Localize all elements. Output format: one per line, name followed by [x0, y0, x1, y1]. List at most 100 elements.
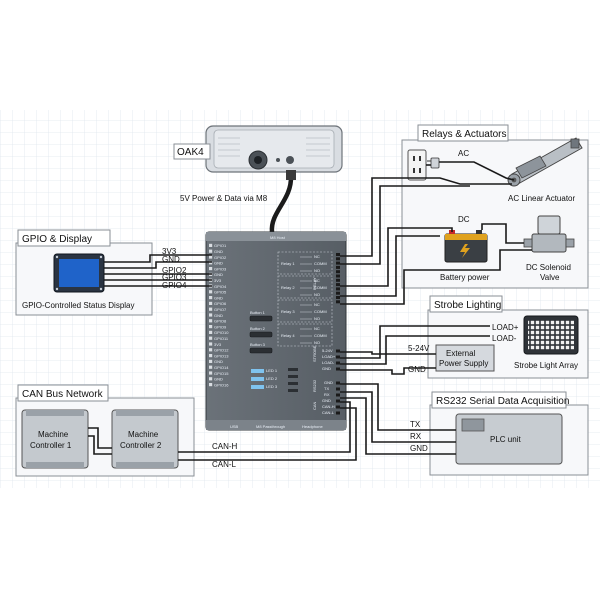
- relay-block: [277, 251, 333, 275]
- gpio-pin-label: GND: [214, 295, 223, 300]
- gpio-pin-label: GPIO3: [214, 266, 227, 271]
- gpio-pin-label: GPIO6: [214, 301, 227, 306]
- oak4-camera: [205, 125, 343, 173]
- gpio-pin-label: GPIO12: [214, 348, 229, 353]
- can-tab: [17, 384, 109, 402]
- gpio-pin: [209, 371, 213, 375]
- gpio-pin-label: GPIO2: [214, 255, 227, 260]
- can-wires: [88, 401, 357, 461]
- relay-block-label: Relay 1: [281, 261, 295, 266]
- board-button[interactable]: [249, 347, 273, 354]
- strobe-title: Strobe Lighting: [434, 300, 501, 311]
- relay-pin-label: COMM: [314, 285, 327, 290]
- board-button[interactable]: [249, 315, 273, 322]
- strobe-terminal: [336, 355, 340, 359]
- relay-pin-label: NO: [314, 292, 320, 297]
- relays-title: Relays & Actuators: [422, 129, 506, 140]
- gpio-pin: [209, 307, 213, 311]
- can-title: CAN Bus Network: [22, 389, 104, 400]
- gpio-pin-label: GPIO1: [214, 243, 227, 248]
- linear-actuator-icon: [507, 137, 583, 187]
- rs232-pin-label: TX: [324, 386, 329, 391]
- relay-block: [277, 299, 333, 323]
- relay-pin-label: NO: [314, 316, 320, 321]
- wire-label-gpio4: GPIO4: [162, 281, 187, 290]
- controller1-line1: Machine: [38, 430, 69, 439]
- plc-label: PLC unit: [490, 435, 521, 444]
- dc-label: DC: [458, 215, 470, 224]
- psu-voltage-label: 5-24V: [408, 344, 430, 353]
- strobe-light-label: Strobe Light Array: [514, 361, 578, 370]
- oak4-tab: [173, 143, 211, 160]
- board-slot: [288, 368, 298, 371]
- relay-pin-label: NC: [314, 254, 320, 259]
- main-board: M8 Host USB M8 Passthrough Headphone: [205, 231, 347, 431]
- rs232-terminal: [336, 393, 340, 397]
- oak4-label: OAK4: [177, 147, 204, 158]
- relay-terminal: [336, 291, 340, 295]
- rs232-terminal: [336, 387, 340, 391]
- controller2-line2: Controller 2: [120, 441, 162, 450]
- gpio-pin: [209, 330, 213, 334]
- board-section-label: STROBE: [312, 345, 317, 362]
- relay-pin-label: NO: [314, 340, 320, 345]
- relay-pin-label: NC: [314, 278, 320, 283]
- load-plus-label: LOAD+: [492, 323, 519, 332]
- relay-wires: [340, 161, 532, 305]
- gpio-pin-label: GPIO13: [214, 353, 229, 358]
- relay-pin-label: COMM: [314, 333, 327, 338]
- board-section-label: RELAY: [312, 277, 317, 290]
- battery-icon: [444, 230, 488, 263]
- display-label: GPIO-Controlled Status Display: [22, 301, 135, 310]
- gpio-pin-label: GND: [214, 272, 223, 277]
- gpio-pin: [209, 255, 213, 259]
- ac-label: AC: [458, 149, 469, 158]
- psu-label-line1: External: [446, 349, 476, 358]
- wire-label-3v3: 3V3: [162, 247, 177, 256]
- valve-label-line2: Valve: [540, 273, 560, 282]
- gpio-pin-label: GND: [214, 261, 223, 266]
- controller1-line2: Controller 1: [30, 441, 72, 450]
- led-label: LED 2: [266, 376, 278, 381]
- ac-outlet-icon: [407, 149, 427, 181]
- board-slot: [288, 375, 298, 378]
- board-slot: [288, 382, 298, 385]
- gpio-pin: [209, 377, 213, 381]
- gpio-pin: [209, 290, 213, 294]
- relay-terminal: [336, 278, 340, 282]
- controller2-line1: Machine: [128, 430, 159, 439]
- can-l-label: CAN-L: [212, 460, 237, 469]
- valve-label-line1: DC Solenoid: [526, 263, 571, 272]
- strobe-pin-label: GND: [322, 366, 331, 371]
- psu-gnd-label: GND: [408, 365, 426, 374]
- board-usb-label: USB: [230, 424, 239, 429]
- led-label: LED 3: [266, 384, 278, 389]
- relay-terminal: [336, 300, 340, 304]
- gpio-pin: [209, 296, 213, 300]
- gpio-pin: [209, 348, 213, 352]
- strobe-tab: [429, 295, 503, 313]
- strobe-terminal: [336, 349, 340, 353]
- right-pin-header: RELAYSTROBERS232CAN5-24VLOAD+LOAD-GNDGND…: [312, 253, 340, 415]
- relay-terminal: [336, 270, 340, 274]
- machine-controller-2: [111, 409, 179, 469]
- relay-pin-label: NC: [314, 302, 320, 307]
- gpio-pin: [209, 336, 213, 340]
- led-indicator: [251, 369, 264, 373]
- power-supply-box: [435, 344, 495, 372]
- relay-pin-label: NO: [314, 268, 320, 273]
- gpio-pin-label: GPIO14: [214, 365, 229, 370]
- relay-block-label: Relay 3: [281, 309, 295, 314]
- relay-pin-label: COMM: [314, 261, 327, 266]
- board-button[interactable]: [249, 331, 273, 338]
- status-display: [53, 253, 105, 293]
- board-headphone-label: Headphone: [302, 424, 323, 429]
- relay-pin-label: COMM: [314, 309, 327, 314]
- gpio-pin-label: GPIO4: [214, 284, 227, 289]
- rs232-pin-label: RX: [324, 392, 330, 397]
- relay-block-label: Relay 2: [281, 285, 295, 290]
- can-terminal: [336, 411, 340, 415]
- tx-label: TX: [410, 420, 421, 429]
- gpio-pin-label: GPIO16: [214, 382, 229, 387]
- rs232-wires: [340, 383, 456, 455]
